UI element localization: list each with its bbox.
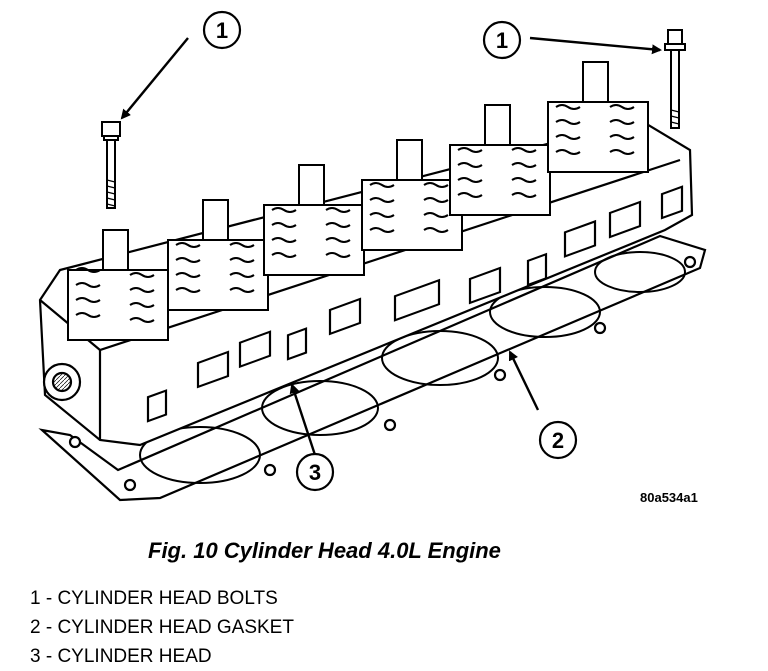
callout-number: 1 xyxy=(496,28,508,53)
callout-number: 3 xyxy=(309,460,321,485)
legend-item: 2 - CYLINDER HEAD GASKET xyxy=(30,617,294,638)
figure-reference-code: 80a534a1 xyxy=(640,490,698,505)
callout-number: 2 xyxy=(552,428,564,453)
figure-caption: Fig. 10 Cylinder Head 4.0L Engine xyxy=(148,538,501,563)
callout-2: 2 xyxy=(538,420,578,460)
head-bolt-left xyxy=(101,121,121,209)
legend-item: 3 - CYLINDER HEAD xyxy=(30,646,212,667)
callout-3: 3 xyxy=(295,452,335,492)
callout-1-right: 1 xyxy=(482,20,522,60)
legend-item: 1 - CYLINDER HEAD BOLTS xyxy=(30,588,278,609)
valve-rocker-assemblies xyxy=(67,61,649,341)
callout-leaders xyxy=(120,36,662,456)
cylinder-head-gasket xyxy=(38,234,707,502)
head-bolt-right xyxy=(664,29,686,129)
legend-list: 1 - CYLINDER HEAD BOLTS 2 - CYLINDER HEA… xyxy=(30,584,294,671)
cylinder-head-illustration: 1 1 2 3 xyxy=(38,10,707,502)
callout-number: 1 xyxy=(216,18,228,43)
callout-1-left: 1 xyxy=(202,10,242,50)
